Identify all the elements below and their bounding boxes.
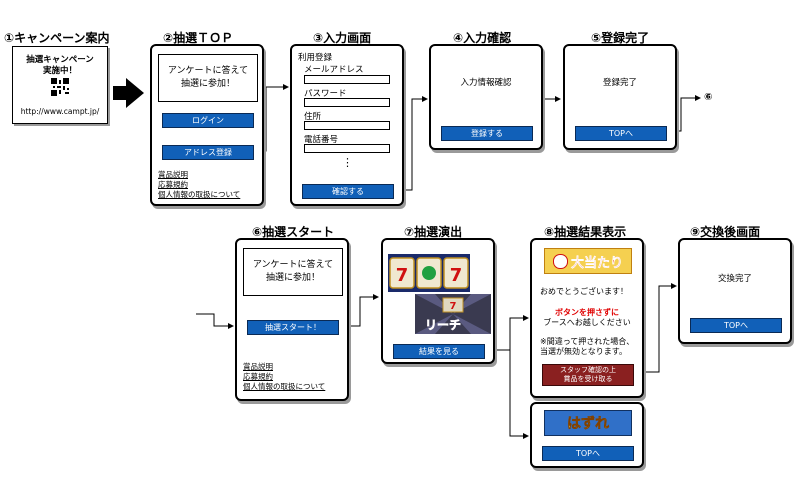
step3-title: ③入力画面 — [313, 31, 372, 45]
campaign-url[interactable]: http://www.campt.jp/ — [20, 107, 100, 116]
lose-banner-text: はずれ — [567, 416, 610, 433]
congrats-text: おめでとうございます！ — [540, 287, 628, 296]
top-button[interactable]: TOPへ — [575, 126, 667, 141]
note-line1: ※間違って押された場合、 — [540, 337, 635, 346]
email-label: メールアドレス — [304, 65, 364, 75]
password-field[interactable] — [304, 98, 390, 107]
start-message-line1: アンケートに答えて — [252, 260, 334, 270]
poster-line1: 抽選キャンペーン — [26, 55, 94, 65]
svg-text:7: 7 — [450, 301, 457, 312]
reach-text: リーチ — [425, 318, 462, 333]
phone-field[interactable] — [304, 144, 390, 153]
privacy-link[interactable]: 個人情報の取扱について — [243, 382, 326, 391]
screen-result-win: 大当たり おめでとうございます！ ボタンを押さずに ブースへお越しください ※間… — [530, 238, 644, 398]
terms-link[interactable]: 応募規約 — [243, 372, 273, 381]
screen-result-lose: はずれ TOPへ — [530, 402, 644, 468]
start-message-box: アンケートに答えて 抽選に参加！ — [243, 248, 343, 296]
screen-input-confirm: 入力情報確認 登録する — [429, 44, 543, 150]
top-button[interactable]: TOPへ — [542, 446, 634, 461]
receive-prize-line1: スタッフ確認の上 — [560, 366, 616, 374]
view-result-button[interactable]: 結果を見る — [393, 344, 485, 359]
login-button[interactable]: ログイン — [162, 113, 254, 128]
next-step-label: ⑥ — [704, 92, 713, 103]
privacy-link[interactable]: 個人情報の取扱について — [158, 190, 241, 199]
connector-8-9 — [639, 283, 677, 373]
password-label: パスワード — [304, 89, 347, 99]
more-fields-ellipsis: ⋮ — [342, 156, 353, 169]
register-button[interactable]: 登録する — [441, 126, 533, 141]
step6-title: ⑥抽選スタート — [252, 225, 335, 239]
connector-6-7 — [340, 294, 379, 327]
screen-lottery-top: アンケートに答えて 抽選に参加！ ログイン アドレス登録 賞品説明 応募規約 個… — [150, 44, 264, 206]
win-badge-icon — [552, 253, 568, 269]
connector-in-6 — [196, 313, 234, 329]
screen-lottery-animation: 7 7 7 リーチ 結果を見る — [381, 238, 495, 364]
lose-banner: はずれ — [544, 410, 632, 436]
exchange-complete-message: 交換完了 — [717, 274, 752, 284]
step8-title: ⑧抽選結果表示 — [544, 225, 627, 239]
confirm-button[interactable]: 確認する — [302, 184, 394, 199]
step2-title: ②抽選ＴＯＰ — [163, 31, 234, 45]
receive-prize-button[interactable]: スタッフ確認の上 賞品を受け取る — [542, 364, 634, 386]
big-arrow-icon — [113, 78, 144, 108]
campaign-poster: 抽選キャンペーン 実施中！ http://www.campt.jp/ — [12, 46, 108, 124]
note-line2: 当選が無効となります。 — [540, 347, 627, 356]
confirm-message: 入力情報確認 — [460, 78, 512, 88]
connector-7-8 — [484, 315, 529, 351]
svg-text:7: 7 — [450, 265, 463, 286]
message-line1: アンケートに答えて — [167, 66, 249, 76]
win-banner-text: 大当たり — [570, 255, 623, 271]
receive-prize-line2: 賞品を受け取る — [563, 375, 613, 383]
step7-title: ⑦抽選演出 — [404, 225, 463, 239]
address-field[interactable] — [304, 121, 390, 130]
top-button[interactable]: TOPへ — [690, 318, 782, 333]
message-box: アンケートに答えて 抽選に参加！ — [158, 54, 258, 102]
poster-line2: 実施中！ — [42, 66, 77, 76]
address-label: 住所 — [304, 112, 322, 122]
complete-message: 登録完了 — [602, 78, 637, 88]
do-not-press-text: ボタンを押さずに — [555, 308, 619, 317]
message-line2: 抽選に参加！ — [180, 79, 235, 89]
step1-title: ①キャンペーン案内 — [4, 31, 110, 45]
step9-title: ⑨交換後画面 — [690, 225, 761, 239]
svg-text:7: 7 — [396, 265, 409, 286]
reach-effect-image: 7 — [415, 294, 491, 334]
prize-info-link[interactable]: 賞品説明 — [158, 170, 188, 179]
qr-code-icon — [51, 78, 69, 96]
prize-info-link[interactable]: 賞品説明 — [243, 362, 273, 371]
connector-7-8b — [509, 350, 529, 439]
visit-booth-text: ブースへお越しください — [543, 318, 631, 327]
register-address-button[interactable]: アドレス登録 — [162, 145, 254, 160]
screen-exchange-complete: 交換完了 TOPへ — [678, 238, 792, 344]
start-message-line2: 抽選に参加！ — [265, 273, 320, 283]
step5-title: ⑤登録完了 — [591, 31, 650, 45]
lottery-start-button[interactable]: 抽選スタート！ — [247, 320, 339, 335]
terms-link[interactable]: 応募規約 — [158, 180, 188, 189]
screen-input-form: 利用登録 メールアドレス パスワード 住所 電話番号 ⋮ 確認する — [290, 44, 404, 206]
screen-registration-complete: 登録完了 TOPへ — [563, 44, 677, 150]
form-title: 利用登録 — [298, 53, 333, 63]
screen-lottery-start: アンケートに答えて 抽選に参加！ 抽選スタート！ 賞品説明 応募規約 個人情報の… — [235, 238, 349, 401]
slot-machine-image: 7 7 — [388, 254, 470, 292]
phone-label: 電話番号 — [304, 135, 339, 145]
step4-title: ④入力確認 — [453, 31, 512, 45]
win-banner: 大当たり — [544, 248, 632, 274]
email-field[interactable] — [304, 75, 390, 84]
